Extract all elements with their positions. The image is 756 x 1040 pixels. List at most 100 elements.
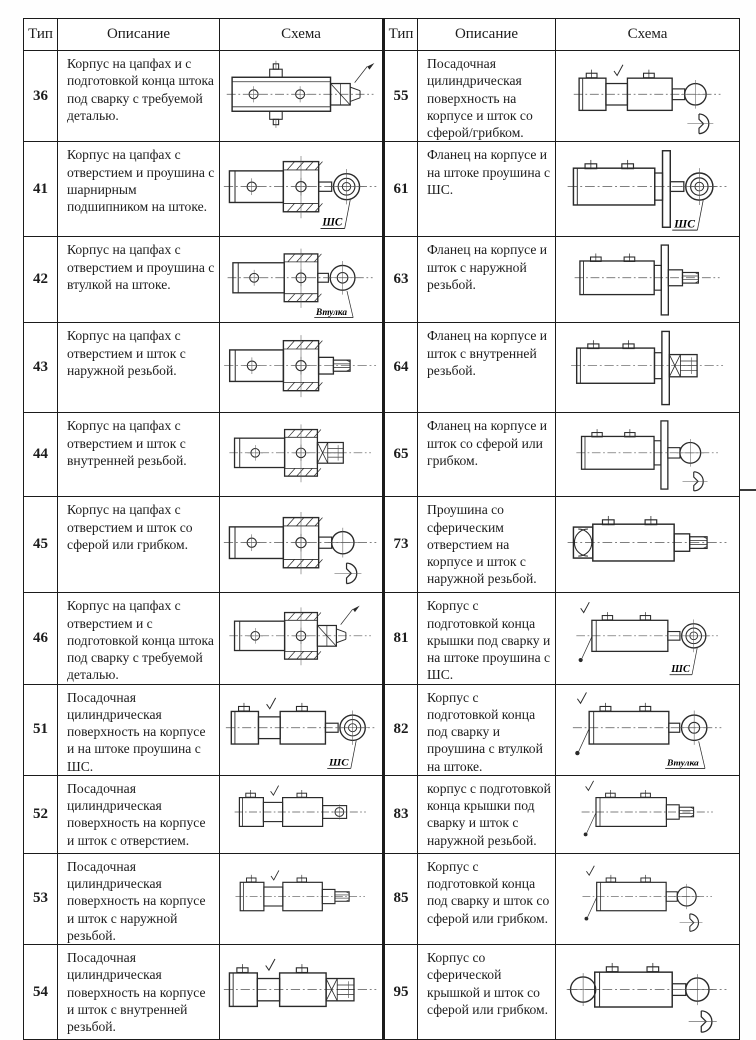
schematic-drawing: [575, 420, 718, 492]
type-cell: 51: [23, 683, 58, 776]
description-cell: Корпус на цапфах с отверстием и с подгот…: [57, 592, 220, 685]
schema-cell: [555, 322, 740, 414]
schema-cell: [219, 944, 384, 1040]
description-cell: Фланец на корпусе и шток со сферой или г…: [417, 412, 556, 498]
type-cell: 45: [23, 496, 58, 594]
type-cell: 81: [382, 592, 418, 685]
schema-cell: Втулка: [555, 683, 740, 776]
description-cell: Корпус со сферической крышкой и шток со …: [417, 944, 556, 1040]
schematic-drawing: [566, 962, 726, 1033]
type-cell: 55: [382, 49, 418, 143]
type-cell: 53: [23, 852, 58, 946]
schema-cell: ШС: [555, 592, 740, 685]
header-row: Тип Описание Схема Тип Описание Схема: [23, 18, 740, 51]
description-cell: Корпус на цапфах с отверстием и проушина…: [57, 141, 220, 238]
description-cell: Проушина со сферическим отверстием на ко…: [417, 496, 556, 594]
type-cell: 64: [382, 322, 418, 414]
schema-cell: [219, 412, 384, 498]
type-cell: 63: [382, 236, 418, 324]
schema-cell: [555, 496, 740, 594]
type-cell: 85: [382, 852, 418, 946]
type-cell: 42: [23, 236, 58, 324]
description-cell: Фланец на корпусе и шток с внутренней ре…: [417, 322, 556, 414]
description-cell: Посадочная цилиндрическая поверхность на…: [417, 49, 556, 143]
type-cell: 41: [23, 141, 58, 238]
description-cell: Корпус на цапфах и с подготовкой конца ш…: [57, 49, 220, 143]
schematic-drawing: ШС: [567, 150, 726, 231]
svg-text:ШС: ШС: [328, 756, 349, 768]
header-desc-left: Описание: [57, 18, 220, 51]
schema-cell: [555, 49, 740, 143]
svg-text:ШС: ШС: [321, 217, 343, 229]
schematic-drawing: ШС: [223, 156, 377, 230]
description-cell: Корпус на цапфах с отверстием и проушина…: [57, 236, 220, 324]
description-cell: Корпус на цапфах с отверстием и шток со …: [57, 496, 220, 594]
type-cell: 36: [23, 49, 58, 143]
type-cell: 95: [382, 944, 418, 1040]
schema-cell: [219, 496, 384, 594]
schema-cell: ШС: [219, 141, 384, 238]
type-cell: 82: [382, 683, 418, 776]
schematic-drawing: [567, 515, 726, 562]
type-cell: 83: [382, 774, 418, 854]
description-cell: Корпус с подготовкой конца под сварку и …: [417, 683, 556, 776]
schematic-drawing: [574, 244, 720, 316]
type-cell: 73: [382, 496, 418, 594]
svg-text:Втулка: Втулка: [315, 308, 347, 318]
schematic-drawing: [229, 606, 371, 666]
schematic-drawing: Втулка: [227, 248, 373, 318]
schematic-drawing: [570, 330, 723, 406]
schema-cell: [219, 592, 384, 685]
schema-cell: [555, 774, 740, 854]
type-cell: 65: [382, 412, 418, 498]
schematic-drawing: [573, 64, 720, 134]
schema-cell: [219, 852, 384, 946]
schema-cell: ШС: [219, 683, 384, 776]
schema-cell: [555, 944, 740, 1040]
header-schema-left: Схема: [219, 18, 384, 51]
type-cell: 61: [382, 141, 418, 238]
schematic-drawing: ШС: [575, 602, 718, 676]
header-schema-right: Схема: [555, 18, 740, 51]
description-cell: Корпус с подготовкой конца под сварку и …: [417, 852, 556, 946]
type-cell: 43: [23, 322, 58, 414]
header-type-right: Тип: [382, 18, 418, 51]
description-cell: Корпус на цапфах с отверстием и шток с в…: [57, 412, 220, 498]
header-type-left: Тип: [23, 18, 58, 51]
description-cell: Посадочная цилиндрическая поверхность на…: [57, 944, 220, 1040]
schematic-drawing: [235, 870, 365, 912]
schematic-drawing: [223, 958, 377, 1008]
description-cell: Корпус на цапфах с отверстием и шток с н…: [57, 322, 220, 414]
type-cell: 44: [23, 412, 58, 498]
schema-cell: ШС: [555, 141, 740, 238]
cylinder-types-table: Тип Описание Схема Тип Описание Схема 36…: [23, 18, 740, 1040]
svg-text:ШС: ШС: [670, 664, 690, 675]
description-cell: Посадочная цилиндрическая поверхность на…: [57, 774, 220, 854]
type-cell: 54: [23, 944, 58, 1040]
schema-cell: [219, 774, 384, 854]
schematic-drawing: [223, 511, 377, 584]
description-cell: Корпус с подготовкой конца крышки под св…: [417, 592, 556, 685]
schematic-drawing: [226, 60, 375, 128]
table-header: Тип Описание Схема Тип Описание Схема: [23, 18, 740, 51]
schematic-drawing: [581, 865, 712, 933]
schema-cell: [219, 322, 384, 414]
page-edge-mark: [740, 489, 756, 491]
schema-cell: Втулка: [219, 236, 384, 324]
svg-text:Втулка: Втулка: [666, 758, 699, 768]
schematic-drawing: Втулка: [572, 691, 721, 769]
type-cell: 46: [23, 592, 58, 685]
description-cell: корпус с подготовкой конца крышки под св…: [417, 774, 556, 854]
